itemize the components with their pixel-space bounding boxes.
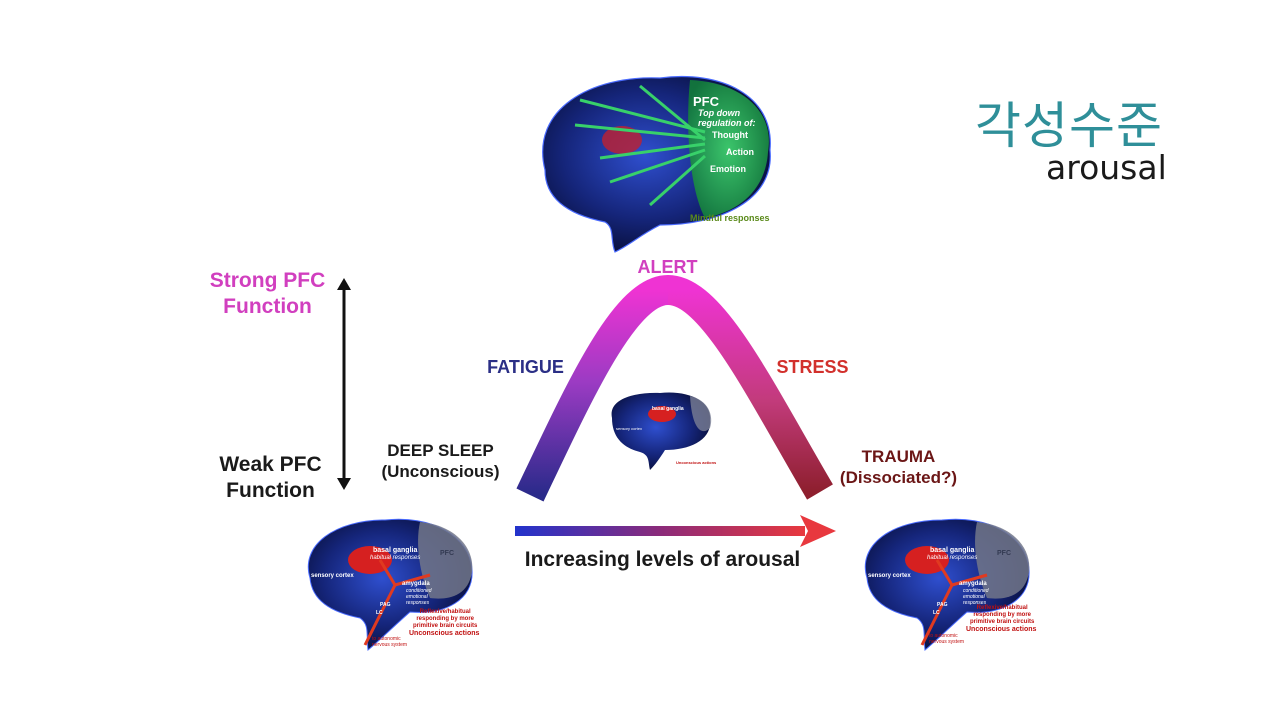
- stress-label: STRESS: [776, 357, 849, 377]
- top-brain-graphic: [542, 75, 771, 253]
- right-brain-sensory-label: sensory cortex: [868, 573, 911, 579]
- top-brain-action-label: Action: [726, 147, 754, 157]
- arousal-arrow-head: [800, 515, 836, 547]
- left-brain-unconscious-label: Unconscious actions: [409, 630, 480, 637]
- center-brain-basal-label: basal ganglia: [652, 406, 684, 412]
- right-brain-reflexive-label: Reflexive/habitual responding by more pr…: [970, 605, 1035, 625]
- right-brain-conditioned-label: conditioned emotional responses: [963, 588, 989, 606]
- strong-pfc-label: Strong PFC Function: [209, 269, 326, 319]
- right-brain-unconscious-label: Unconscious actions: [966, 626, 1037, 633]
- pfc-vertical-arrow: [337, 278, 351, 490]
- left-brain-habitual-label: habitual responses: [370, 555, 421, 561]
- left-brain-amygdala-label: amygdala: [402, 581, 430, 587]
- weak-pfc-label: Weak PFC Function: [219, 453, 322, 503]
- left-brain-graphic: [307, 518, 473, 651]
- center-brain-sensory-label: sensory cortex: [616, 426, 643, 431]
- right-brain-pfc-label: PFC: [997, 550, 1011, 557]
- arousal-axis-label: Increasing levels of arousal: [524, 548, 801, 571]
- curve-falling: [666, 275, 833, 500]
- right-brain-lc-label: LC: [933, 610, 940, 616]
- top-brain-thought-label: Thought: [712, 130, 748, 140]
- right-brain-basal-label: basal ganglia: [930, 547, 975, 554]
- left-brain-lc-label: LC: [376, 610, 383, 616]
- right-brain-pag-label: PAG: [937, 602, 948, 608]
- left-brain-pag-label: PAG: [380, 602, 391, 608]
- right-brain-graphic: [864, 518, 1030, 651]
- top-brain-pfc-label: PFC: [693, 94, 719, 109]
- center-brain-unconscious-label: Unconscious actions: [676, 460, 717, 465]
- title-korean: 각성수준: [975, 97, 1163, 155]
- top-brain-mindful-label: Mindful responses: [690, 213, 770, 223]
- fatigue-label: FATIGUE: [487, 357, 564, 377]
- arousal-arrow-shaft: [515, 526, 805, 536]
- left-brain-autonomic-label: to autonomic nervous system: [372, 636, 408, 648]
- deep-sleep-label: DEEP SLEEP (Unconscious): [381, 441, 500, 482]
- top-brain-regulation-label: Top down regulation of:: [698, 108, 756, 129]
- right-brain-autonomic-label: to autonomic nervous system: [929, 633, 965, 645]
- alert-label: ALERT: [637, 257, 698, 277]
- center-brain-graphic: [611, 392, 712, 470]
- left-brain-sensory-label: sensory cortex: [311, 573, 354, 579]
- curve-rising: [516, 275, 670, 502]
- trauma-label: TRAUMA (Dissociated?): [839, 447, 958, 488]
- left-brain-pfc-label: PFC: [440, 550, 454, 557]
- right-brain-habitual-label: habitual responses: [927, 555, 978, 561]
- top-brain-emotion-label: Emotion: [710, 164, 746, 174]
- left-brain-conditioned-label: conditioned emotional responses: [406, 588, 432, 606]
- left-brain-reflexive-label: Reflexive/habitual responding by more pr…: [413, 609, 478, 629]
- right-brain-amygdala-label: amygdala: [959, 581, 987, 587]
- left-brain-basal-label: basal ganglia: [373, 547, 418, 554]
- title-english: arousal: [1046, 148, 1167, 187]
